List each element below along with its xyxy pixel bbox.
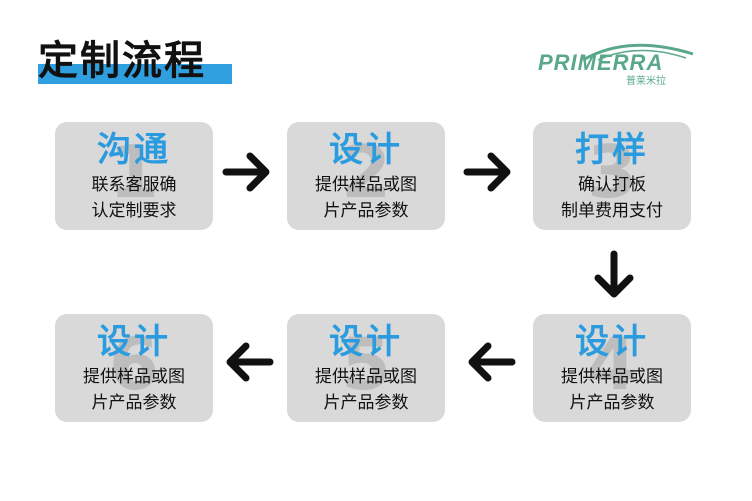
page-title-block: 定制流程 — [38, 38, 238, 90]
brand-logo: PRIMERRA 普莱米拉 — [538, 40, 708, 87]
step-desc-line2: 制单费用支付 — [561, 201, 663, 221]
step-box-2: 2 设计 提供样品或图 片产品参数 — [287, 122, 445, 230]
title-underline-bar — [38, 64, 232, 84]
down-arrow-icon — [594, 250, 634, 298]
left-arrow-icon — [468, 342, 516, 382]
logo-subtitle: 普莱米拉 — [626, 76, 666, 87]
right-arrow-icon — [463, 152, 511, 192]
step-number: 5 — [340, 322, 392, 406]
step-title: 设计 — [97, 322, 171, 362]
left-arrow-icon — [226, 342, 274, 382]
step-number: 1 — [108, 130, 160, 214]
logo-brand-text: PRIMERRA — [538, 50, 664, 75]
step-desc-line1: 联系客服确 — [91, 175, 177, 195]
step-desc-line2: 片产品参数 — [323, 393, 409, 413]
step-desc-line1: 提供样品或图 — [561, 367, 663, 387]
step-title: 设计 — [575, 322, 649, 362]
step-title: 设计 — [329, 322, 403, 362]
step-desc-line2: 片产品参数 — [91, 393, 177, 413]
step-box-5: 5 设计 提供样品或图 片产品参数 — [287, 314, 445, 422]
step-number: 3 — [586, 130, 638, 214]
step-number: 4 — [586, 322, 638, 406]
step-desc-line1: 确认打板 — [578, 175, 646, 195]
step-box-6: 6 设计 提供样品或图 片产品参数 — [55, 314, 213, 422]
step-desc-line1: 提供样品或图 — [315, 367, 417, 387]
step-desc-line1: 提供样品或图 — [315, 175, 417, 195]
step-desc-line2: 片产品参数 — [323, 201, 409, 221]
step-title: 设计 — [329, 130, 403, 170]
step-box-1: 1 沟通 联系客服确 认定制要求 — [55, 122, 213, 230]
page-title: 定制流程 — [38, 38, 206, 84]
step-desc-line1: 提供样品或图 — [83, 367, 185, 387]
step-box-4: 4 设计 提供样品或图 片产品参数 — [533, 314, 691, 422]
step-number: 6 — [108, 322, 160, 406]
step-box-3: 3 打样 确认打板 制单费用支付 — [533, 122, 691, 230]
step-number: 2 — [340, 130, 392, 214]
logo-swoosh-icon — [582, 43, 694, 62]
step-title: 打样 — [575, 130, 649, 170]
step-title: 沟通 — [97, 130, 171, 170]
right-arrow-icon — [222, 152, 270, 192]
step-desc-line2: 认定制要求 — [91, 201, 177, 221]
step-desc-line2: 片产品参数 — [569, 393, 655, 413]
